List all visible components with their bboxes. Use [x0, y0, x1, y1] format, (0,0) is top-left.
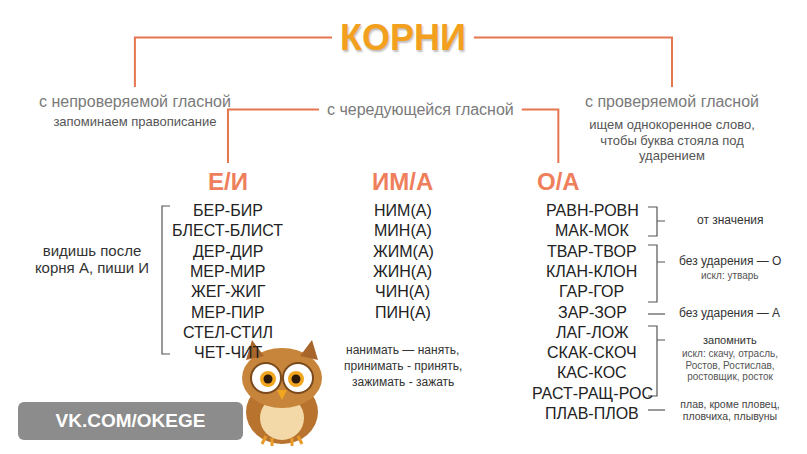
- side-note: без ударения — О: [679, 255, 781, 269]
- root-pair: РАВН-РОВН: [546, 202, 639, 220]
- root-pair: ЧИН(А): [375, 283, 430, 301]
- node-subtext: запоминаем правописание: [39, 114, 231, 130]
- root-pair: КАС-КОС: [557, 364, 627, 382]
- root-pair: ЖИМ(А): [373, 243, 434, 261]
- root-pair: РАСТ-РАЩ-РОС: [532, 385, 653, 403]
- brackets: [162, 206, 665, 410]
- root-pair: СТЕЛ-СТИЛ: [183, 324, 273, 342]
- node-text: Е/И: [208, 168, 248, 197]
- root-pair: МЕР-МИР: [190, 263, 266, 281]
- node-text: ИМ/А: [372, 168, 433, 197]
- root-pair: ЧЕТ-ЧИТ: [194, 344, 262, 362]
- side-note: запомнить: [703, 334, 757, 347]
- root-pair: СКАК-СКОЧ: [547, 344, 637, 362]
- root-pair: ЖЕГ-ЖИГ: [191, 283, 265, 301]
- root-pair: ДЕР-ДИР: [193, 243, 264, 261]
- category-node: с проверяемой гласной ищем однокоренное с…: [574, 92, 770, 164]
- exception-note: искл: скачу, отрасль, Ростов, Ростислав,…: [665, 348, 795, 383]
- root-pair: ЛАГ-ЛОЖ: [556, 324, 629, 342]
- root-pair: МИН(А): [374, 222, 432, 240]
- connector-line: [228, 110, 319, 163]
- exception-note: нанимать — нанять,: [346, 344, 459, 358]
- exception-note: искл: утварь: [701, 270, 759, 282]
- connector-line: [135, 38, 332, 87]
- connector-line: [474, 38, 672, 87]
- connector-line: [522, 110, 559, 163]
- node-text: с проверяемой гласной: [574, 92, 770, 111]
- node-subtext: ищем однокоренное слово, чтобы буква сто…: [574, 117, 770, 164]
- node-text: с непроверяемой гласной: [39, 92, 231, 111]
- root-pair: ПИН(А): [375, 304, 431, 322]
- root-pair: ТВАР-ТВОР: [547, 243, 637, 261]
- group-heading: ИМ/А: [372, 168, 433, 197]
- group-heading: О/А: [537, 168, 580, 197]
- root-pair: БЕР-БИР: [193, 202, 263, 220]
- title-node: КОРНИ: [340, 16, 466, 59]
- watermark-box: VK.COM/OKEGE: [18, 402, 243, 440]
- root-pair: ЖИН(А): [373, 263, 432, 281]
- category-node: с непроверяемой гласной запоминаем правоп…: [39, 92, 231, 130]
- root-pair: ГАР-ГОР: [559, 283, 624, 301]
- side-note: от значения: [697, 214, 764, 228]
- category-node: с чередующейся гласной: [327, 100, 514, 119]
- node-text: О/А: [537, 168, 580, 197]
- node-text: КОРНИ: [340, 16, 466, 59]
- root-pair: НИМ(А): [374, 202, 432, 220]
- root-pair: МАК-МОК: [555, 222, 629, 240]
- group-heading: Е/И: [208, 168, 248, 197]
- node-text: VK.COM/OKEGE: [56, 410, 206, 433]
- side-note: без ударения — А: [679, 307, 780, 321]
- node-text: с чередующейся гласной: [327, 100, 514, 119]
- root-pair: БЛЕСТ-БЛИСТ: [172, 222, 283, 240]
- root-pair: ПЛАВ-ПЛОВ: [545, 405, 639, 423]
- root-pair: ЗАР-ЗОР: [558, 304, 627, 322]
- root-pair: КЛАН-КЛОН: [546, 263, 637, 281]
- exception-note: зажимать - зажать: [352, 376, 454, 390]
- exception-note: принимать - принять,: [344, 360, 462, 374]
- rule-note: видишь после корня А, пиши И: [32, 242, 152, 277]
- exception-note: плав, кроме пловец, пловчиха, плывуны: [665, 398, 795, 422]
- root-pair: МЕР-ПИР: [191, 304, 265, 322]
